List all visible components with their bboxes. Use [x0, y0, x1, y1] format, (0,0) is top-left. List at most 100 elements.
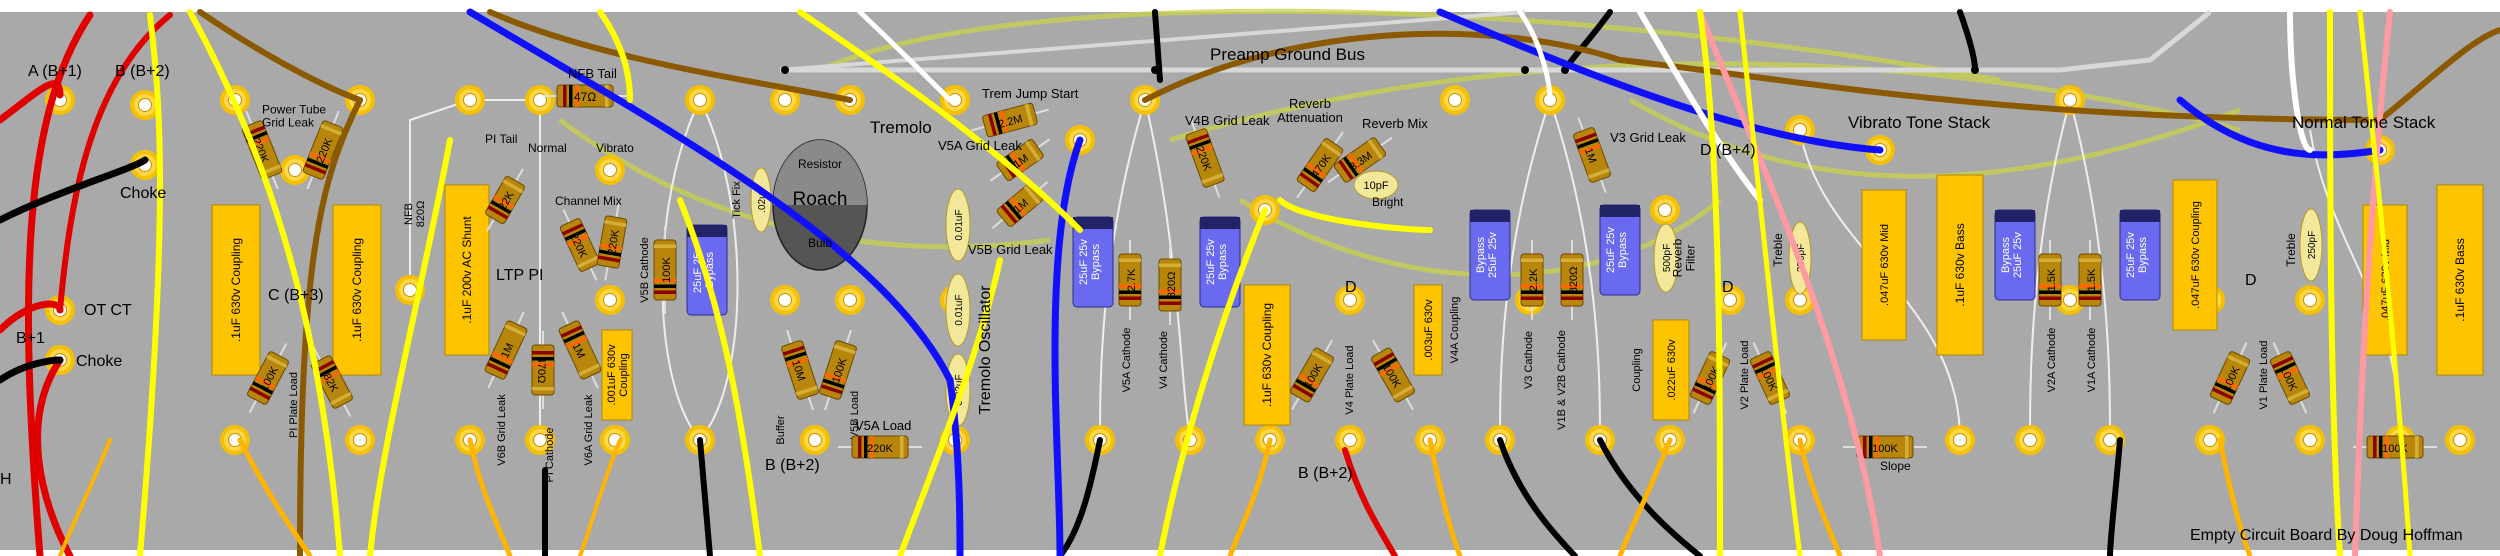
wire-black-5 — [1057, 437, 1103, 556]
resistor-r_470k: 470K — [1296, 131, 1344, 199]
wire-red-5 — [57, 12, 173, 313]
resistor-r_100k_f: 100K — [1749, 342, 1791, 414]
component-value: 25uF 25vBypass — [1605, 227, 1629, 273]
resistor-r_100k_d: 100K — [1371, 339, 1415, 411]
label-vibts: Vibrato Tone Stack — [1848, 113, 1991, 132]
wire-brown-3 — [487, 9, 853, 103]
resistor-r_v5bload: 100K — [819, 329, 857, 411]
component-value: 220K — [606, 228, 622, 256]
capacitor-c_mid1: .047uF 630v Mid — [1861, 189, 1907, 341]
wire-blue-2 — [946, 376, 964, 556]
wire-red-6 — [1342, 447, 1398, 556]
wire-brown-4 — [1142, 30, 1623, 103]
eyelet — [1334, 424, 1366, 456]
resistor-r_100k_h: 100K — [2269, 342, 2311, 414]
component-label-pi_plate: PI Plate Load — [288, 372, 300, 438]
resistor-r_470: 470Ω — [531, 331, 555, 409]
component-value: .003uF 630v — [1423, 299, 1435, 361]
preamp-ground-bus — [779, 10, 2212, 74]
wire-yellow-12 — [2327, 9, 2343, 556]
wire-yellow-1 — [137, 12, 163, 556]
capacitor-c_bypass4: Bypass25uF 25v — [1469, 209, 1511, 301]
resistor-r_v6bgl: 1M — [484, 311, 528, 389]
wire-brown-2 — [297, 97, 363, 556]
resistor-r_ptgl2: 220K — [302, 110, 344, 190]
capacitor-c_022: .022uF 630v — [1652, 319, 1690, 421]
label-bulb: Bulb — [808, 236, 832, 250]
component-value: 100K — [1872, 443, 1898, 455]
wire-orange-6 — [2217, 437, 2253, 556]
wire-red-4 — [34, 356, 74, 556]
label-v3gl: V3 Grid Leak — [1610, 130, 1686, 145]
resistor-r_100k_g: 100K — [2209, 342, 2251, 414]
wire-black-10 — [1957, 9, 1978, 73]
wire-yellow-4 — [597, 9, 633, 103]
label-tremjump: Trem Jump Start — [982, 86, 1079, 101]
credit-text: Empty Circuit Board By Doug Hoffman — [2190, 527, 2463, 544]
wire-white-3 — [857, 9, 953, 103]
capacitor-c_500pf: 500pF — [1653, 223, 1679, 293]
wire-yellow-13 — [2357, 9, 2413, 556]
component-label-v6agl: V6A Grid Leak — [583, 394, 595, 465]
resistor-r_220k_v4bgl: 220K — [1185, 118, 1225, 198]
resistor-r_22k: 22K — [485, 168, 525, 232]
capacitor-c_osc1: 0.01uF — [945, 188, 971, 262]
label-d3: D — [2245, 272, 2257, 289]
component-value: 10pF — [1363, 180, 1388, 192]
resistor-r_220k_mix1: 220K — [559, 209, 601, 281]
component-value: 1.5K — [2046, 268, 2058, 291]
label-d1: D — [1345, 279, 1357, 296]
wire-brown-6 — [2377, 27, 2500, 123]
component-value: 0.01uF — [954, 209, 965, 240]
component-value: 0.01uF — [954, 294, 965, 325]
component-value: 220K — [867, 443, 893, 455]
capacitor-c_bypass6: Bypass25uF 25v — [1994, 209, 2036, 301]
wire-yellow-3 — [367, 137, 453, 556]
wire-black-9 — [1152, 9, 1163, 83]
label-ltppi: LTP PI — [496, 267, 543, 284]
resistor-r_1m_v3: 1M — [1573, 117, 1611, 193]
eyelet — [2444, 424, 2476, 456]
wire-yellow-11 — [1737, 9, 1803, 556]
component-value: 2.2K — [1528, 268, 1540, 291]
capacitor-c_coup2: .1uF 630v Coupling — [332, 204, 382, 376]
eyelet — [799, 424, 831, 456]
label-v4bgl: V4B Grid Leak — [1185, 113, 1270, 128]
component-value: 820Ω — [1568, 267, 1580, 294]
label-bb2c: B (B+2) — [1298, 465, 1353, 482]
capacitor-c_bypass3: 25uF 25vBypass — [1199, 216, 1241, 308]
component-label-v1pl: V1 Plate Load — [2258, 340, 2270, 409]
capacitor-c_tickfix: .02uF — [750, 167, 772, 233]
eyelet — [1649, 194, 1681, 226]
resistor-r_15k_a: 1.5K — [2038, 240, 2062, 320]
label-pitail: PI Tail — [485, 132, 517, 146]
component-value: 47Ω — [574, 90, 596, 104]
component-label-v5bcath: V5B Cathode — [639, 237, 651, 302]
component-value: .1uF 630v Bass — [1953, 223, 1967, 306]
eyelet — [344, 424, 376, 456]
component-label-v2acath: V2A Cathode — [2046, 328, 2058, 393]
wire-white-2 — [2287, 9, 2313, 153]
capacitor-c_bass2: .1uF 630v Bass — [2436, 184, 2484, 376]
component-value: .1uF 630v Coupling — [229, 238, 243, 342]
label-slope: Slope — [1880, 459, 1911, 473]
wire-yellow-10 — [1697, 9, 1723, 556]
eyelet — [2294, 284, 2326, 316]
component-label-v1bv2b: V1B & V2B Cathode — [1556, 330, 1568, 430]
resistor-r_820_b: 820Ω — [1560, 240, 1584, 320]
resistor-r_buffer: 10M — [781, 329, 819, 411]
label-tremosc: Tremolo Oscillator — [977, 285, 994, 415]
component-value: 1M — [570, 341, 587, 360]
resistor-r_100k_a: 100K — [247, 343, 289, 413]
capacitor-c_osc2: 0.01uF — [945, 273, 971, 347]
label-roach: Roach — [793, 189, 848, 210]
wire-orange-4 — [1617, 437, 1673, 556]
resistor-r_820: 820Ω — [1158, 245, 1182, 325]
label-hmark: H — [0, 471, 12, 488]
component-label-tickfix: Tick Fix — [731, 181, 743, 219]
roach-assembly — [772, 139, 868, 271]
component-value: 1.5K — [2086, 268, 2098, 291]
label-v5agl: V5A Grid Leak — [938, 138, 1022, 153]
eyelet — [2294, 424, 2326, 456]
